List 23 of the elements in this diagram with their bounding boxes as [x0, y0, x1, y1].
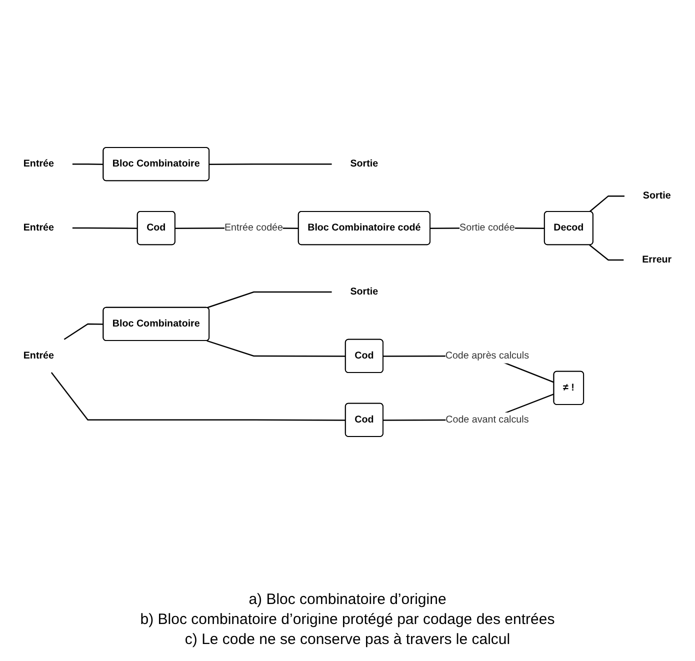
- connector: [209, 163, 332, 166]
- node-text: Sortie: [350, 286, 378, 297]
- connector: [72, 163, 104, 166]
- node-text: Entrée: [23, 158, 54, 170]
- node-text: Sortie: [642, 190, 671, 201]
- caption-text: a) Bloc combinatoire d’origine: [248, 591, 448, 608]
- node-text: Entrée: [23, 222, 54, 233]
- connector: [64, 323, 104, 340]
- edge-label: Code après calculs: [445, 350, 530, 361]
- connector: [206, 340, 346, 357]
- edge-label: Code avant calculs: [446, 414, 529, 425]
- connector: [589, 195, 624, 212]
- node-text: Erreur: [642, 254, 672, 265]
- connector: [589, 244, 624, 261]
- node-text: Sortie: [350, 158, 378, 170]
- edge-label: Entrée codée: [224, 222, 283, 233]
- connector: [72, 227, 138, 229]
- caption-text: b) Bloc combinatoire d’origine protégé par codage des entrées: [140, 611, 555, 628]
- connector: [50, 372, 346, 421]
- caption-text: c) Le code ne se conserve pas à travers le calcul: [184, 631, 512, 648]
- edge-label: Sortie codée: [460, 222, 515, 233]
- connector: [206, 291, 332, 308]
- node-text: Entrée: [23, 350, 54, 361]
